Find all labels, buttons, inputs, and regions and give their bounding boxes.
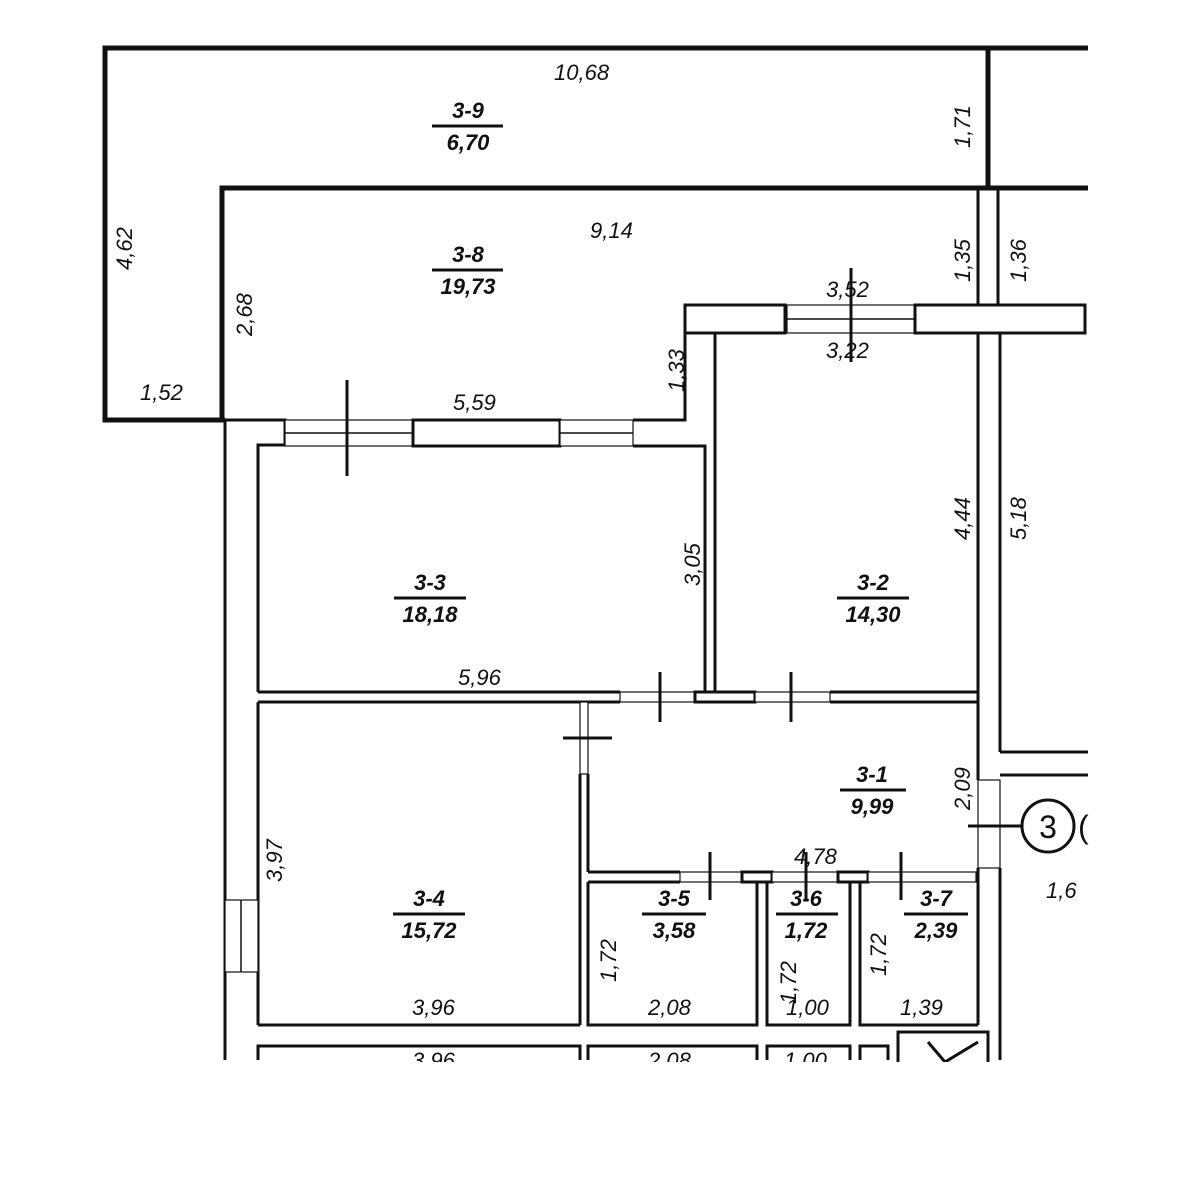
- dim-label: 1,33: [664, 348, 689, 392]
- room-id: 3-5: [658, 886, 691, 911]
- room-label-3-6: 3-6 1,72: [776, 886, 838, 943]
- dim-label: 5,59: [453, 390, 496, 415]
- room-id: 3-9: [452, 98, 485, 123]
- room-label-3-8: 3-8 19,73: [432, 242, 503, 299]
- dim-label: 9,14: [590, 218, 633, 243]
- dim-label: 1,72: [596, 939, 621, 982]
- room-id: 3-1: [856, 762, 888, 787]
- dim-label: 1,00: [786, 995, 830, 1020]
- room-id: 3-3: [414, 570, 446, 595]
- lower-room-b: [586, 1044, 759, 1060]
- apartment-marker-circle: [1020, 798, 1076, 854]
- room-id: 3-4: [413, 886, 445, 911]
- wall-mid-block: [693, 690, 757, 704]
- lower-room-d: [858, 1044, 890, 1060]
- room-label-3-7: 3-7 2,39: [904, 886, 968, 943]
- wall-3-3-top-left: [225, 418, 287, 692]
- dim-label: 3,05: [680, 542, 705, 586]
- room-area: 19,73: [440, 274, 495, 299]
- dim-label: 2,08: [647, 995, 692, 1020]
- room-label-3-9: 3-9 6,70: [432, 98, 503, 155]
- dim-label: 10,68: [554, 60, 610, 85]
- wall-3-3-partition-top: [633, 444, 707, 692]
- room-area: 14,30: [845, 602, 901, 627]
- room-id: 3-2: [857, 570, 890, 595]
- room-area: 1,72: [785, 918, 829, 943]
- wall-post-3-5: [740, 870, 774, 884]
- dim-label: 1,36: [1006, 238, 1031, 282]
- wall-post-3-6: [836, 870, 870, 884]
- room-id: 3-8: [452, 242, 485, 267]
- room-area: 3,58: [653, 918, 697, 943]
- wall-3-3-top-right: [633, 305, 687, 422]
- room-id: 3-7: [920, 886, 954, 911]
- dim-label: 1,72: [776, 961, 801, 1004]
- lower-room-c: [765, 1044, 852, 1060]
- dim-label: 3,97: [262, 838, 287, 882]
- dim-label: 1,52: [140, 380, 183, 405]
- wall-block-left-3-2: [683, 303, 787, 335]
- dim-label: 4,44: [950, 497, 975, 540]
- room-area: 6,70: [447, 130, 491, 155]
- dim-label: 3,96: [412, 995, 456, 1020]
- shaft-arrow: [926, 1040, 979, 1064]
- room-label-3-5: 3-5 3,58: [642, 886, 706, 943]
- dim-label: 1,6: [1046, 878, 1077, 903]
- lower-room-a: [256, 1044, 582, 1060]
- dim-label: 1,39: [900, 995, 943, 1020]
- wall-block-3-3: [411, 418, 562, 448]
- apartment-marker-partial: (: [1078, 809, 1089, 845]
- dim-label: 1,71: [950, 105, 975, 148]
- room-area: 2,39: [914, 918, 959, 943]
- dim-label: 2,09: [950, 767, 975, 811]
- dim-label: 5,18: [1006, 496, 1031, 540]
- dim-label: 1,72: [866, 933, 891, 976]
- room-area: 9,99: [851, 794, 895, 819]
- room-3-5-walls: [586, 882, 759, 1027]
- room-id: 3-6: [790, 886, 823, 911]
- wall-block-right-3-2: [913, 303, 1087, 335]
- room-area: 18,18: [402, 602, 458, 627]
- room-label-3-4: 3-4 15,72: [393, 886, 465, 943]
- room-label-3-2: 3-2 14,30: [837, 570, 909, 627]
- room-area: 15,72: [401, 918, 457, 943]
- dim-label: 3,22: [826, 338, 869, 363]
- door-3-7-frame: [867, 871, 977, 883]
- dim-label: 3,52: [826, 277, 869, 302]
- room-label-3-1: 3-1 9,99: [840, 762, 906, 819]
- bottom-crop-mask: [0, 1062, 1191, 1200]
- room-3-8-top-wall: [219, 185, 1088, 420]
- apartment-marker-label: 3: [1039, 809, 1057, 845]
- room-3-7-walls: [858, 882, 978, 1027]
- door-3-3-frame: [619, 691, 696, 703]
- outer-wall-top: [102, 45, 1088, 423]
- dim-label: 4,78: [794, 844, 838, 869]
- room-label-3-3: 3-3 18,18: [394, 570, 466, 627]
- entrance-door-frame: [977, 779, 1001, 869]
- dim-label: 1,35: [950, 238, 975, 282]
- dim-label: 2,68: [232, 292, 257, 337]
- dim-label: 5,96: [458, 665, 502, 690]
- dim-label: 4,62: [112, 227, 137, 270]
- room-3-6-walls: [765, 882, 852, 1027]
